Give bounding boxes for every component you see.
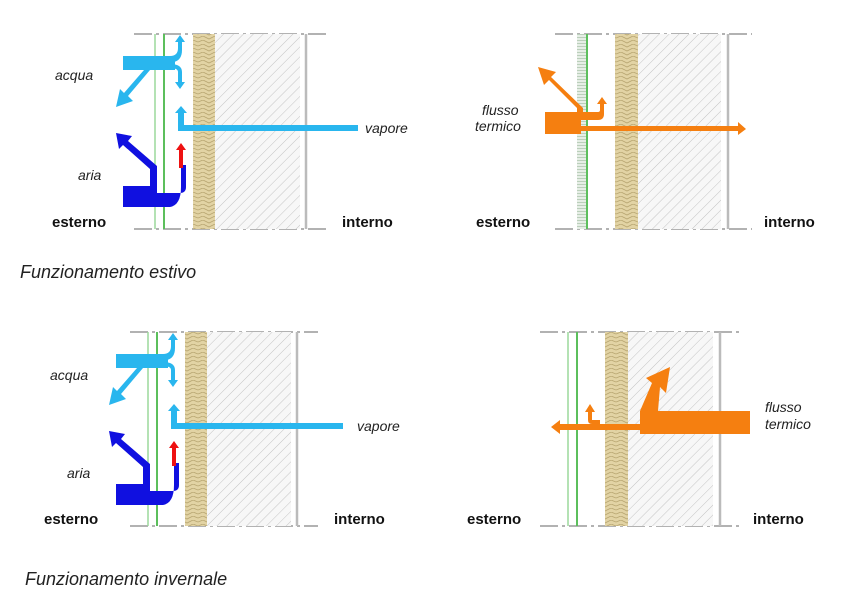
label-aria: aria (67, 465, 91, 481)
label-aria: aria (78, 167, 102, 183)
insulation-layer (615, 34, 638, 229)
winter-left-panel: acqua vapore aria esterno interno (44, 331, 400, 528)
vapour-arrow (168, 404, 343, 429)
water-arrow (109, 333, 178, 405)
label-esterno: esterno (467, 511, 521, 528)
label-esterno: esterno (52, 214, 106, 231)
label-flusso: flusso (765, 399, 802, 415)
caption-summer: Funzionamento estivo (20, 262, 196, 282)
air-arrow (109, 431, 179, 505)
label-interno: interno (764, 214, 815, 231)
water-arrow (116, 35, 185, 107)
insulation-layer (193, 34, 215, 229)
caption-winter: Funzionamento invernale (25, 569, 227, 589)
label-acqua: acqua (50, 367, 88, 383)
label-termico: termico (475, 118, 521, 134)
masonry-wall (215, 34, 300, 229)
label-acqua: acqua (55, 67, 93, 83)
label-vapore: vapore (357, 418, 400, 434)
cladding-layer (577, 34, 586, 229)
label-interno: interno (334, 511, 385, 528)
summer-left-panel: acqua vapore aria esterno interno (52, 33, 408, 231)
heat-flow-arrow (538, 67, 746, 135)
label-esterno: esterno (476, 214, 530, 231)
label-termico: termico (765, 416, 811, 432)
label-vapore: vapore (365, 120, 408, 136)
heat-flow-arrow (551, 367, 750, 434)
label-esterno: esterno (44, 511, 98, 528)
winter-right-panel: flusso termico esterno interno (467, 331, 811, 528)
vapour-arrow (175, 106, 358, 131)
summer-right-panel: flusso termico esterno interno (475, 33, 815, 231)
label-flusso: flusso (482, 102, 519, 118)
masonry-wall (638, 34, 721, 229)
label-interno: interno (753, 511, 804, 528)
label-interno: interno (342, 214, 393, 231)
air-arrow (116, 133, 186, 207)
